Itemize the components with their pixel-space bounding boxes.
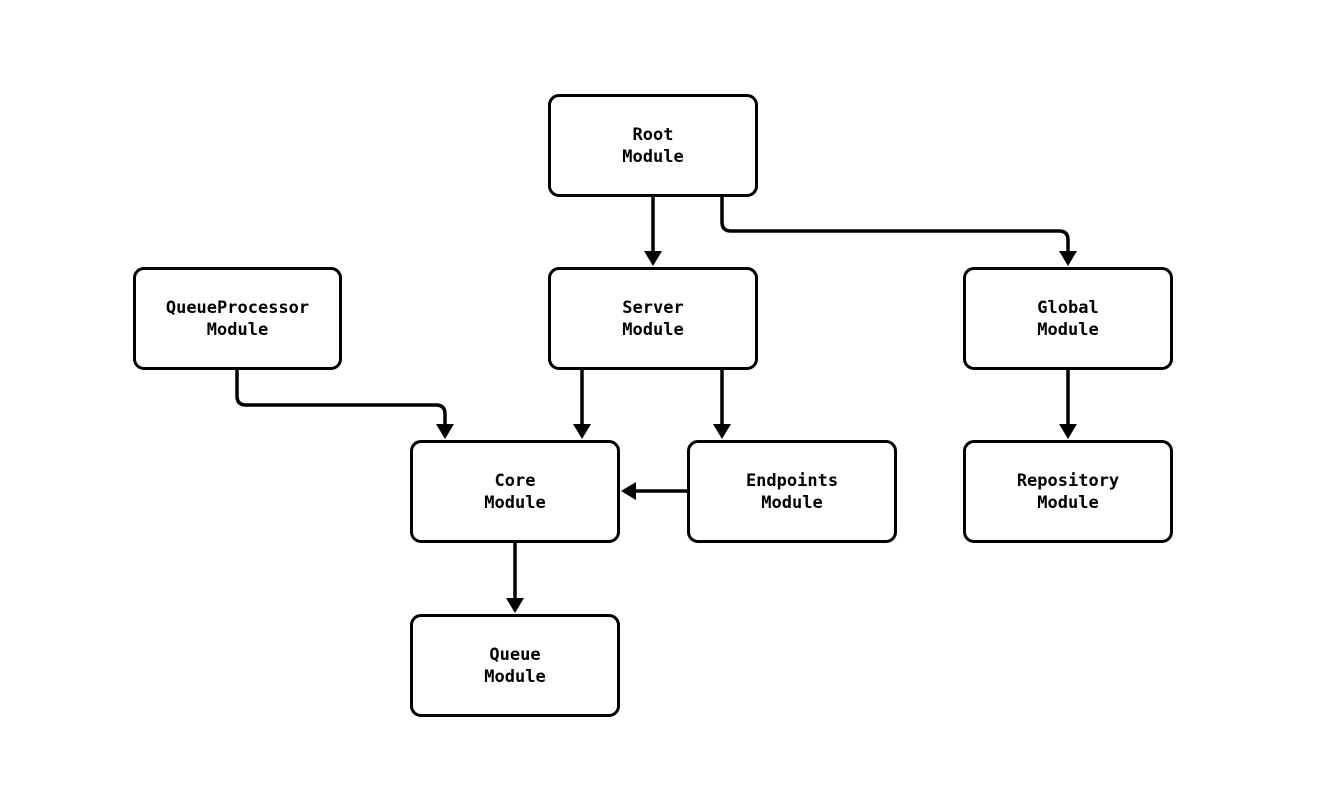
endpoints-module-node[interactable]: Endpoints Module	[687, 440, 897, 543]
server-module-label-line1: Server	[622, 297, 684, 318]
core-module-label-line1: Core	[494, 470, 536, 491]
server-module-label-line2: Module	[622, 319, 684, 340]
core-module-label-line2: Module	[484, 492, 546, 513]
edge-endpoints-to-core-arrowhead	[621, 482, 636, 500]
repository-module-node[interactable]: Repository Module	[963, 440, 1173, 543]
queue-module-label-line1: Queue	[489, 644, 541, 665]
edge-endpoints-to-core	[621, 482, 687, 500]
edge-global-to-repository-arrowhead	[1059, 424, 1077, 439]
queueprocessor-module-label-line2: Module	[206, 319, 269, 340]
endpoints-module-label-line2: Module	[761, 492, 823, 513]
edge-root-to-global	[720, 197, 1077, 266]
edge-root-to-global-arrowhead	[1059, 251, 1077, 266]
queueprocessor-module-label-line1: QueueProcessor	[165, 297, 310, 318]
edge-queueprocessor-to-core-arrowhead	[436, 424, 454, 439]
edge-queueprocessor-to-core	[235, 370, 454, 439]
edge-server-to-core-arrowhead	[573, 424, 591, 439]
edge-server-to-endpoints-arrowhead	[713, 424, 731, 439]
server-module-node[interactable]: Server Module	[548, 267, 758, 370]
repository-module-label-line2: Module	[1037, 492, 1099, 513]
queue-module-node[interactable]: Queue Module	[410, 614, 620, 717]
queue-module-label-line2: Module	[484, 666, 546, 687]
edge-root-to-server	[644, 197, 662, 266]
queueprocessor-module-node[interactable]: QueueProcessor Module	[133, 267, 342, 370]
endpoints-module-label-line1: Endpoints	[745, 470, 839, 491]
edge-core-to-queue-arrowhead	[506, 598, 524, 613]
edge-server-to-core	[573, 370, 591, 439]
root-module-label-line2: Module	[622, 146, 684, 167]
global-module-node[interactable]: Global Module	[963, 267, 1173, 370]
edge-global-to-repository	[1059, 370, 1077, 439]
edge-core-to-queue	[506, 543, 524, 613]
root-module-node[interactable]: Root Module	[548, 94, 758, 197]
global-module-label-line1: Global	[1037, 297, 1099, 318]
edge-root-to-server-arrowhead	[644, 251, 662, 266]
edge-server-to-endpoints	[713, 370, 731, 439]
root-module-label-line1: Root	[632, 124, 674, 145]
core-module-node[interactable]: Core Module	[410, 440, 620, 543]
repository-module-label-line1: Repository	[1016, 470, 1120, 491]
global-module-label-line2: Module	[1037, 319, 1099, 340]
